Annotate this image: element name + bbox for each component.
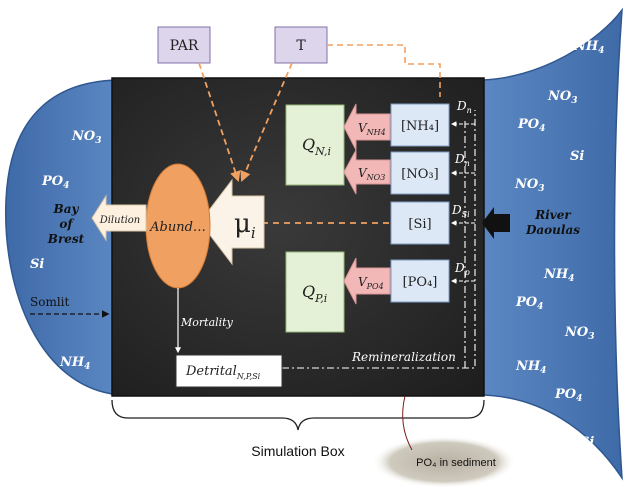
river-label-line1: River <box>534 208 572 222</box>
river-inflow-arrow <box>482 207 510 239</box>
no3-box <box>390 151 450 195</box>
left-species-1: PO4 <box>41 174 69 191</box>
right-species-9: PO4 <box>554 387 582 404</box>
no3-box-label: [NO₃] <box>401 167 438 182</box>
q-p-box <box>285 251 345 333</box>
left-species-3: NH4 <box>59 355 90 372</box>
bay-label-line2: of <box>59 217 74 231</box>
v-po4-label: VPO4 <box>358 275 384 291</box>
si-box <box>390 201 450 245</box>
bay-label-line1: Bay <box>53 202 80 216</box>
simulation-box-brace <box>111 399 485 431</box>
d-n2-label: Dn <box>454 152 470 168</box>
par-box <box>157 26 211 64</box>
po4-box-label: [PO₄] <box>403 275 438 290</box>
d-p-label: Dp <box>454 261 470 277</box>
river-daoulas-region <box>477 7 623 481</box>
po4-box <box>390 259 450 303</box>
par-label: PAR <box>170 38 199 54</box>
mu-arrow <box>199 178 265 266</box>
d-n1-label: Dn <box>456 99 472 115</box>
right-species-5: NH4 <box>543 267 574 284</box>
somlit-label: Somlit <box>30 295 70 309</box>
nh4-box-label: [NH₄] <box>401 119 439 134</box>
mu-label: μi <box>234 209 256 242</box>
sediment-blob <box>372 436 516 488</box>
d-si-label: DSi <box>451 203 470 219</box>
detrital-label: DetritalN,P,Si <box>185 364 261 381</box>
right-species-8: NH4 <box>515 359 546 376</box>
right-species-0: NH4 <box>573 39 604 56</box>
v-no3-arrow <box>343 149 391 195</box>
simulation-box-label: Simulation Box <box>251 443 344 459</box>
v-nh4-label: VNH4 <box>358 121 386 137</box>
right-species-2: PO4 <box>517 117 545 134</box>
q-p-label: QP,i <box>302 282 327 305</box>
sediment-label: PO₄ in sediment <box>416 457 496 469</box>
remineralization-label: Remineralization <box>351 350 456 364</box>
right-species-10: Si <box>580 435 594 450</box>
bay-of-brest-region <box>4 79 123 396</box>
q-n-box <box>285 104 345 186</box>
remineralization-path <box>282 110 476 369</box>
v-nh4-arrow <box>343 103 391 151</box>
par-to-mu-link <box>198 62 241 183</box>
sediment-link <box>402 395 413 451</box>
detrital-box <box>175 354 283 388</box>
left-species-2: Si <box>30 257 44 272</box>
v-no3-label: VNO3 <box>358 166 385 182</box>
dilution-arrow <box>91 194 147 242</box>
right-species-1: NO3 <box>547 89 577 106</box>
right-species-6: PO4 <box>515 295 543 312</box>
right-species-7: NO3 <box>564 325 594 342</box>
temperature-label: T <box>296 38 306 54</box>
t-to-mu-link <box>240 62 293 182</box>
right-species-4: NO3 <box>514 177 544 194</box>
si-box-label: [Si] <box>408 217 431 232</box>
right-species-3: Si <box>570 149 584 164</box>
q-n-label: QN,i <box>302 135 331 158</box>
dilution-label: Dilution <box>99 215 141 226</box>
v-po4-arrow <box>343 257 391 305</box>
t-to-nh4-link <box>327 44 441 97</box>
bay-label-line3: Brest <box>47 232 85 246</box>
abundance-label: Abund… <box>149 220 206 235</box>
river-label-line2: Daoulas <box>525 223 580 237</box>
mortality-label: Mortality <box>180 316 234 329</box>
left-species-0: NO3 <box>71 129 101 146</box>
nh4-box <box>390 103 450 147</box>
